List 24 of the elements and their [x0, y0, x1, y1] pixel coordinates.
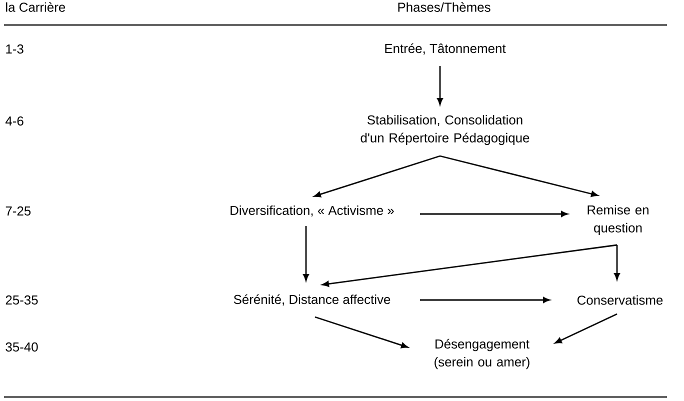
phase-text: Stabilisation, Consolidation d'un Répertoire Pédagogique [360, 115, 530, 145]
arrow [314, 155, 440, 198]
arrow [554, 313, 618, 344]
phase-text: Sérénité, Distance affective [234, 294, 390, 306]
row-label: 25-35 [6, 295, 38, 305]
column-header: la Carrière [6, 2, 66, 12]
arrow [420, 297, 550, 303]
phase-text: Diversification, « Activisme » [230, 205, 394, 217]
row-label: 1-3 [6, 44, 24, 54]
row-label: 4-6 [6, 116, 24, 126]
phase-text: Conservatisme [577, 295, 663, 305]
row-label: 35-40 [6, 342, 38, 352]
arrow [303, 226, 309, 281]
arrow [614, 245, 620, 280]
arrow [437, 66, 443, 105]
row-label: 7-25 [6, 206, 31, 216]
arrow [420, 211, 568, 217]
arrow [440, 155, 598, 197]
arrow [314, 316, 408, 348]
column-header: Phases/Thèmes [398, 2, 490, 12]
arrow [322, 244, 618, 287]
phase-text: Désengagement (serein ou amer) [434, 338, 530, 370]
phase-text: Entrée, Tâtonnement [385, 43, 506, 55]
phase-text: Remise en question [588, 205, 648, 235]
